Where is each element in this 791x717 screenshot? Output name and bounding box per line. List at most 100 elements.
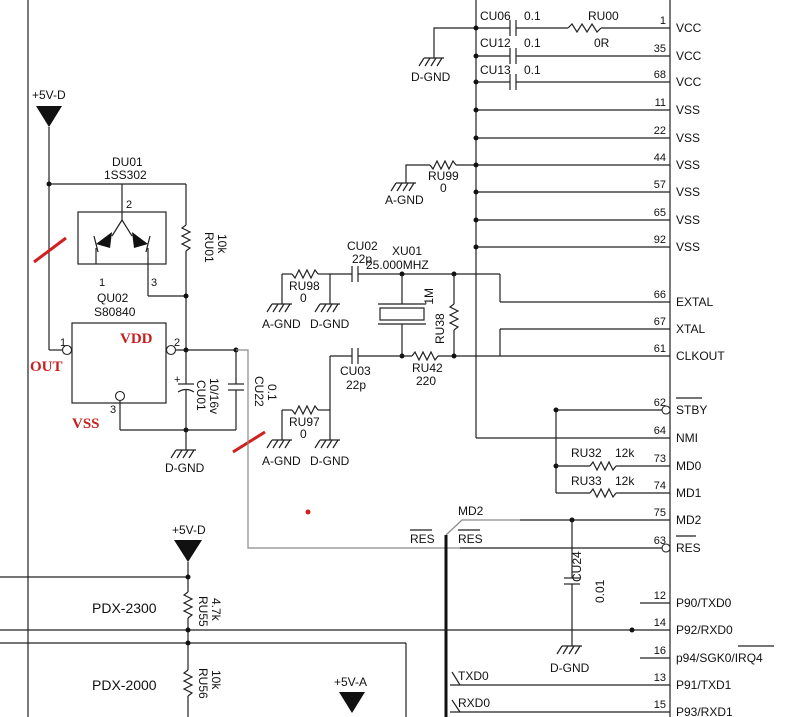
cu22-ref: CU22 bbox=[252, 376, 266, 407]
cu13-value: 0.1 bbox=[524, 63, 541, 77]
agnd-label-ru97: A-GND bbox=[262, 454, 301, 468]
cu12-value: 0.1 bbox=[524, 36, 541, 50]
ru33-ref: RU33 bbox=[571, 474, 602, 488]
cap-cu12 bbox=[509, 48, 640, 64]
ru32-ref: RU32 bbox=[571, 446, 602, 460]
ic-pin-number: 1 bbox=[660, 15, 666, 27]
pdx2300-label: PDX-2300 bbox=[92, 600, 157, 616]
ru99-ref: RU99 bbox=[428, 169, 459, 183]
cap-cu22 bbox=[228, 383, 244, 391]
dgnd-symbol-ru98 bbox=[314, 303, 340, 313]
dgnd-label-ru98: D-GND bbox=[310, 317, 350, 331]
ru33-value: 12k bbox=[615, 474, 635, 488]
ic-pin-name: P90/TXD0 bbox=[676, 596, 732, 610]
qu02-value: S80840 bbox=[94, 305, 136, 319]
ic-pin-number: 44 bbox=[654, 152, 666, 164]
cu03-ref: CU03 bbox=[340, 364, 371, 378]
ic-pin-number: 64 bbox=[654, 425, 666, 437]
resistor-ru42 bbox=[411, 350, 439, 362]
ic-pin-number: 12 bbox=[654, 590, 666, 602]
cu24-ref: CU24 bbox=[570, 551, 584, 582]
cap-cu01: + bbox=[174, 374, 195, 393]
du01-ref: DU01 bbox=[112, 155, 143, 169]
resistor-ru99 bbox=[429, 159, 457, 171]
annotation-vdd: VDD bbox=[120, 331, 153, 347]
resistor-ru00 bbox=[567, 22, 602, 34]
dgnd-symbol-top bbox=[418, 57, 444, 67]
ic-pin-name: CLKOUT bbox=[676, 349, 725, 363]
du01-diode-symbols bbox=[93, 219, 151, 253]
plus5vd-arrow-bottom bbox=[174, 540, 202, 562]
ic-pin-name: VCC bbox=[676, 21, 702, 35]
ic-pin-number: 16 bbox=[654, 645, 666, 657]
qu02-pin1-circle bbox=[61, 344, 73, 356]
ic-pin-number: 63 bbox=[654, 535, 666, 547]
ru98-ref: RU98 bbox=[289, 279, 320, 293]
resistor-ru38 bbox=[448, 303, 460, 331]
ic-pin-name: XTAL bbox=[676, 322, 705, 336]
resistor-ru97 bbox=[291, 404, 319, 416]
agnd-label-ru99: A-GND bbox=[385, 193, 424, 207]
ic-pin-name: VSS bbox=[676, 240, 700, 254]
plus5vd-arrow-top bbox=[36, 106, 62, 127]
cap-cu13 bbox=[509, 74, 540, 90]
res-grey-wire bbox=[236, 349, 460, 549]
dgnd-label-top: D-GND bbox=[411, 70, 451, 84]
ic-pin-name: VSS bbox=[676, 213, 700, 227]
red-dot-marker bbox=[305, 509, 311, 515]
md2-grey-wire bbox=[445, 519, 520, 536]
ic-pin-name: P93/RXD1 bbox=[676, 705, 733, 717]
cu03-value: 22p bbox=[346, 378, 366, 392]
cu22-value: 0.1 bbox=[265, 384, 279, 401]
red-slash-mark-middle bbox=[232, 430, 266, 454]
cu13-ref: CU13 bbox=[480, 63, 511, 77]
ic-pin-number: 74 bbox=[654, 480, 666, 492]
plus5vd-label-bottom: +5V-D bbox=[172, 523, 206, 537]
du01-pin1: 1 bbox=[99, 277, 105, 289]
ic-pin-name: MD1 bbox=[676, 486, 702, 500]
cap-cu02 bbox=[351, 266, 359, 282]
qu02-ref: QU02 bbox=[97, 291, 129, 305]
qu02-pin3-circle bbox=[114, 390, 126, 402]
md2-net-label: MD2 bbox=[458, 504, 484, 518]
agnd-symbol-ru98 bbox=[266, 303, 292, 313]
pdx2000-label: PDX-2000 bbox=[92, 677, 157, 693]
ru97-value: 0 bbox=[300, 427, 307, 441]
ic-pin-name: VSS bbox=[676, 185, 700, 199]
res-net-label-left: RES bbox=[410, 532, 435, 546]
ru38-ref: RU38 bbox=[433, 313, 447, 344]
ru00-value: 0R bbox=[594, 36, 610, 50]
resistor-ru01 bbox=[180, 224, 192, 252]
ic-pin-number: 65 bbox=[654, 207, 666, 219]
dgnd-symbol-cu24 bbox=[556, 645, 582, 655]
du01-value: 1SS302 bbox=[104, 168, 147, 182]
ru42-ref: RU42 bbox=[412, 361, 443, 375]
svg-text:+: + bbox=[174, 374, 180, 386]
annotation-out: OUT bbox=[30, 359, 63, 375]
ic-pin-name: P92/RXD0 bbox=[676, 623, 733, 637]
ic-pin-name: P91/TXD1 bbox=[676, 678, 732, 692]
dgnd-label-qu02: D-GND bbox=[165, 461, 205, 475]
ic-pin-number: 68 bbox=[654, 69, 666, 81]
dgnd-symbol-ru97 bbox=[314, 439, 340, 449]
ic-pin-number: 57 bbox=[654, 179, 666, 191]
dgnd-label-cu24: D-GND bbox=[550, 661, 590, 675]
res-net-label-right: RES bbox=[458, 532, 483, 546]
ic-pin-name: EXTAL bbox=[676, 295, 713, 309]
ic-pin-name: MD0 bbox=[676, 459, 702, 473]
resistor-ru33 bbox=[589, 487, 617, 499]
resistor-ru32 bbox=[589, 460, 617, 472]
cap-cu06 bbox=[509, 20, 540, 36]
ic-pin-number: 66 bbox=[654, 289, 666, 301]
ic-pin-number: 13 bbox=[654, 672, 666, 684]
ic-pin-number: 11 bbox=[655, 97, 666, 109]
agnd-symbol-ru99 bbox=[390, 182, 416, 192]
ic-pin-number: 22 bbox=[654, 125, 666, 137]
agnd-symbol-ru97 bbox=[266, 439, 292, 449]
ru56-ref: RU56 bbox=[196, 668, 210, 699]
ic-pin-name: RES bbox=[676, 541, 701, 555]
qu02-pin2: 2 bbox=[174, 337, 180, 349]
ru55-value: 4.7k bbox=[209, 598, 223, 622]
cu02-value: 22p bbox=[352, 252, 372, 266]
